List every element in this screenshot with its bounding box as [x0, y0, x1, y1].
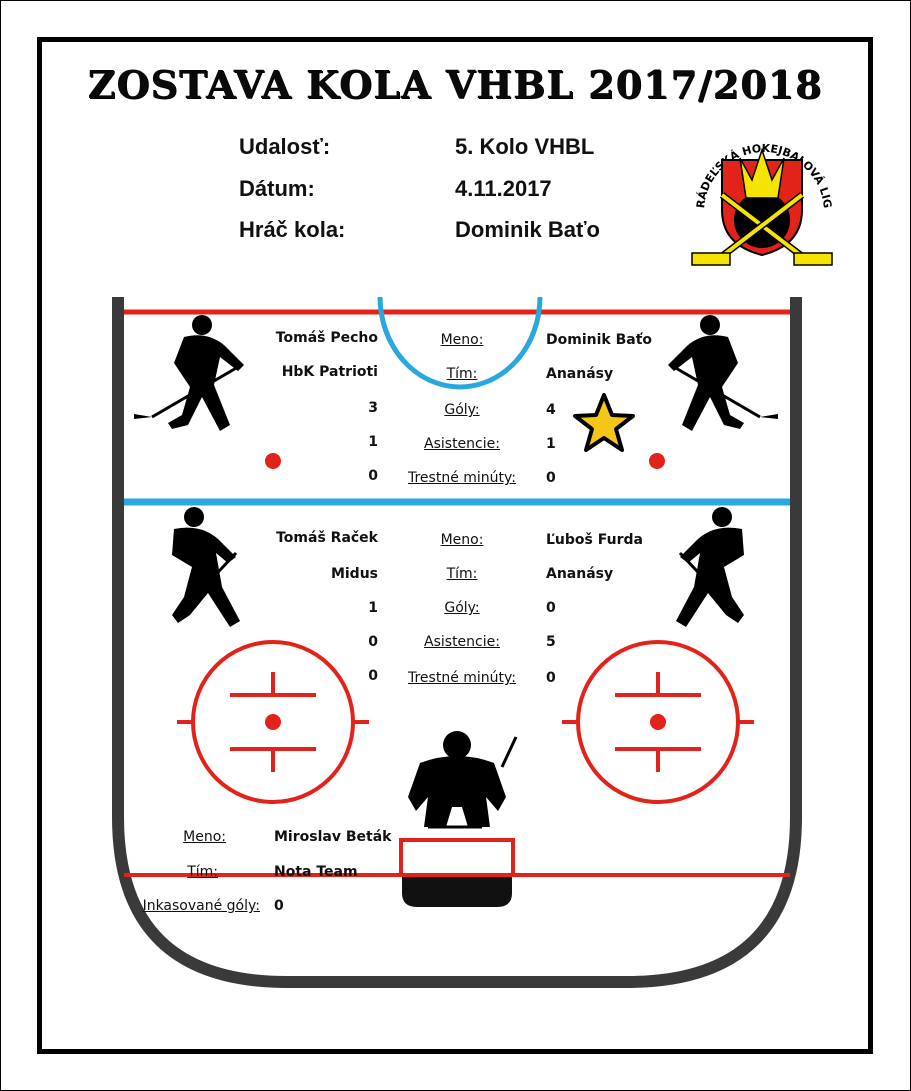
fwd-right-goals: 4 [546, 402, 556, 418]
fwd-left-team: HbK Patrioti [281, 364, 378, 380]
fwd-left-assists: 1 [368, 434, 378, 450]
goalie-label-team: Tím: [187, 864, 218, 880]
def-right-goals: 0 [546, 600, 556, 616]
fwd-label-name: Meno: [440, 332, 484, 348]
def-left-team: Midus [330, 566, 378, 582]
def-left-name: Tomáš Raček [276, 530, 378, 546]
event-value: 5. Kolo VHBL [455, 134, 595, 159]
fwd-label-penalty: Trestné minúty: [407, 470, 517, 486]
def-right-team: Ananásy [546, 566, 614, 582]
goalie-name: Miroslav Beták [274, 829, 392, 845]
league-logo: VRÁDEĽSKÁ HOKEJBALOVÁ LIGA [682, 120, 834, 266]
rink-boards [112, 297, 802, 988]
player-silhouette-icon [134, 315, 778, 829]
rink-diagram [112, 297, 802, 988]
mvp-star-icon [573, 393, 635, 452]
def-left-assists: 0 [368, 634, 378, 650]
def-right-name: Ľuboš Furda [546, 532, 643, 548]
fwd-label-team: Tím: [446, 366, 478, 382]
date-label: Dátum: [239, 176, 315, 201]
def-left-goals: 1 [368, 600, 378, 616]
fwd-right-name: Dominik Baťo [546, 332, 653, 348]
fwd-right-assists: 1 [546, 436, 556, 452]
fwd-label-goals: Góly: [444, 402, 480, 418]
mvp-value: Dominik Baťo [455, 217, 600, 242]
def-label-penalty: Trestné minúty: [407, 670, 517, 686]
lineup-card: ZOSTAVA KOLA VHBL 2017/2018 Udalosť: 5. … [37, 37, 873, 1054]
page-title: ZOSTAVA KOLA VHBL 2017/2018 [87, 62, 823, 107]
faceoff-circle-right [562, 640, 754, 804]
goal-net [402, 877, 512, 907]
goalie-label-name: Meno: [183, 829, 226, 845]
crossed-sticks-crest-icon [691, 147, 833, 266]
date-value: 4.11.2017 [455, 176, 552, 201]
goalie-conceded: 0 [274, 898, 284, 914]
fwd-left-penalty: 0 [368, 468, 378, 484]
fwd-left-goals: 3 [368, 400, 378, 416]
fwd-left-name: Tomáš Pecho [275, 330, 378, 346]
event-label: Udalosť: [239, 134, 331, 159]
goal-crease [399, 838, 515, 877]
center-circle-arc [377, 297, 543, 390]
mvp-label: Hráč kola: [239, 217, 346, 242]
goalie-team: Nota Team [274, 864, 358, 880]
def-left-penalty: 0 [368, 668, 378, 684]
def-right-assists: 5 [546, 634, 556, 650]
fwd-right-team: Ananásy [546, 366, 614, 382]
def-label-assists: Asistencie: [424, 634, 500, 650]
fwd-label-assists: Asistencie: [424, 436, 500, 452]
def-right-penalty: 0 [546, 670, 556, 686]
fwd-right-penalty: 0 [546, 470, 556, 486]
def-label-name: Meno: [440, 532, 484, 548]
faceoff-circle-left [177, 640, 369, 804]
def-label-goals: Góly: [444, 600, 480, 616]
def-label-team: Tím: [446, 566, 478, 582]
goalie-label-conceded: Inkasované góly: [142, 898, 260, 914]
